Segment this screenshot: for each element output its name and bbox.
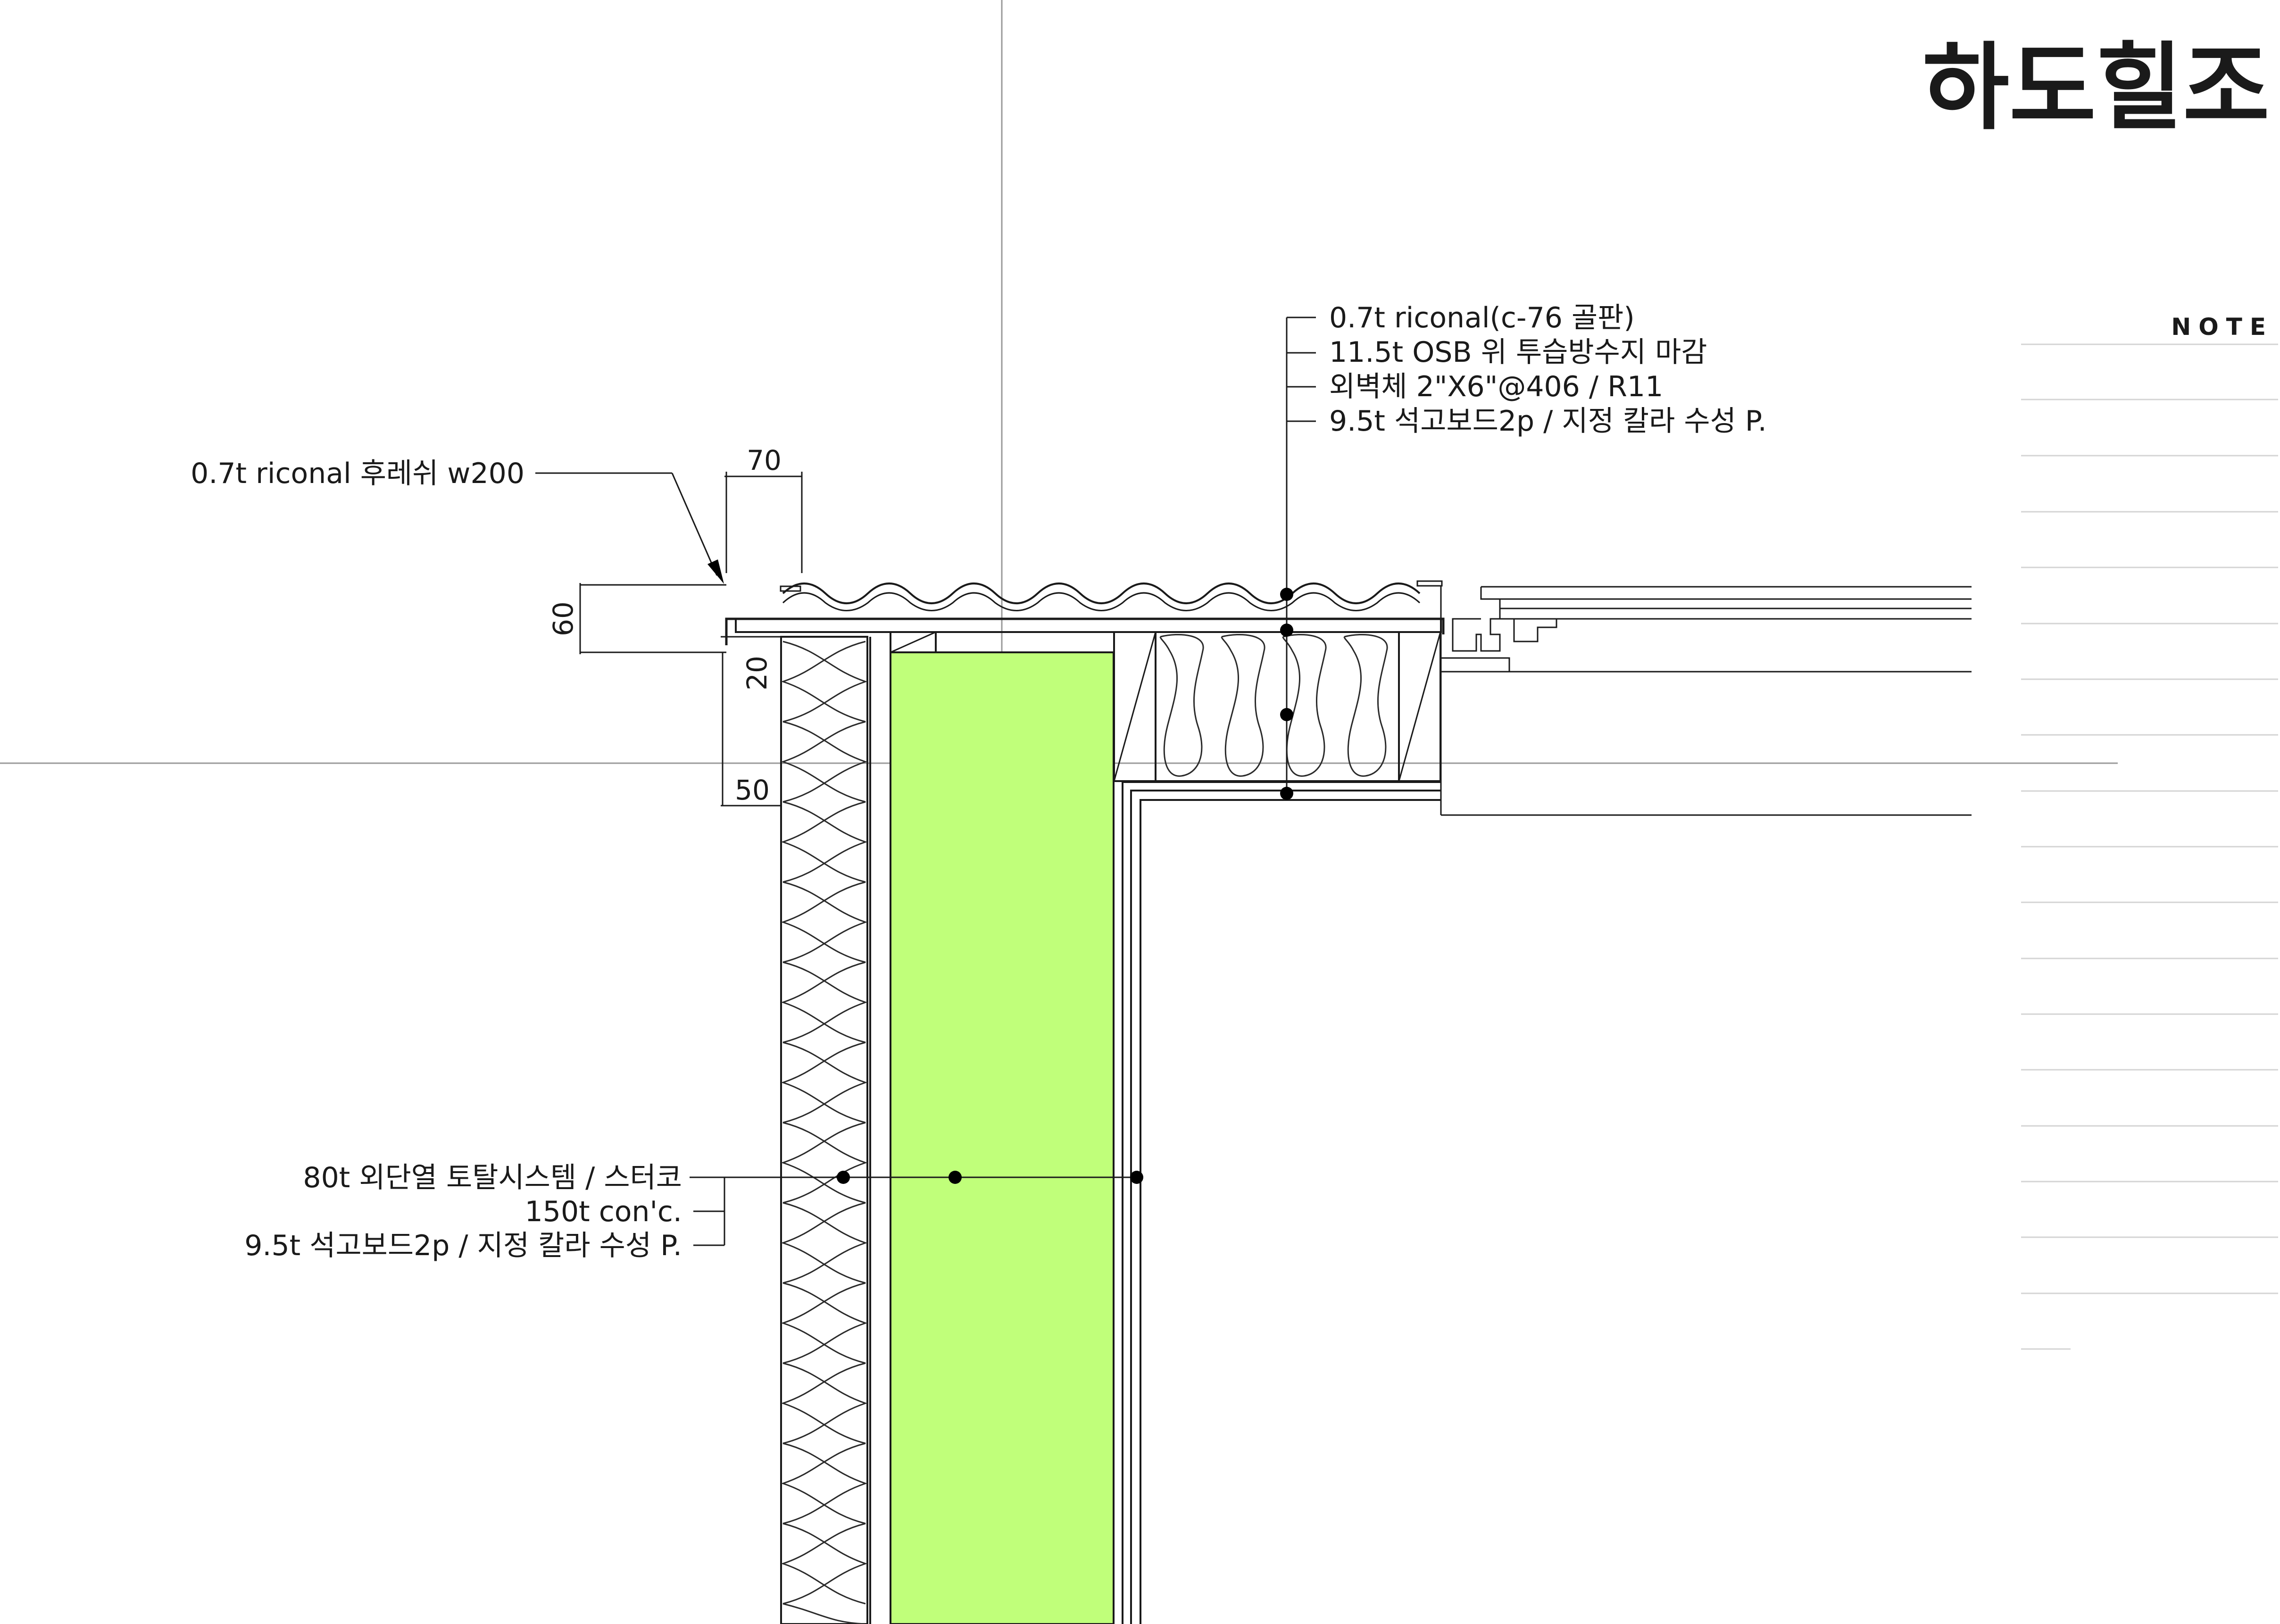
- dimension-50-label: 50: [735, 774, 770, 806]
- leader-dot: [1280, 787, 1293, 800]
- timber-frame: [1113, 631, 1441, 782]
- dimension-20-50: [721, 636, 781, 807]
- flashing-cap: [780, 585, 801, 592]
- roof-layer-4: 9.5t 석고보드2p / 지정 칼라 수성 P.: [1329, 405, 1767, 438]
- roof-batt-insulation: [1159, 634, 1388, 777]
- brand-logo: 하도힐조: [1922, 33, 2270, 143]
- wall-layer-2: 150t con'c.: [525, 1195, 682, 1228]
- leader-dot: [1130, 1171, 1143, 1184]
- roof-layer-1: 0.7t riconal(c-76 골판): [1329, 301, 1635, 334]
- leader-dot: [1280, 708, 1293, 721]
- note-ruled-lines: [2021, 343, 2278, 1350]
- roof-layer-3: 외벽체 2"X6"@406 / R11: [1329, 370, 1663, 403]
- wall-layer-1: 80t 외단열 토탈시스템 / 스터코: [303, 1161, 682, 1194]
- flashing-label: 0.7t riconal 후레쉬 w200: [191, 457, 524, 490]
- dimension-70-label: 70: [747, 444, 782, 476]
- leader-dot: [949, 1171, 962, 1184]
- dimension-20-label: 20: [741, 656, 773, 691]
- corrugated-roofing-under: [782, 592, 1421, 611]
- wall-leader: [690, 1176, 1137, 1246]
- roof-layer-2: 11.5t OSB 위 투습방수지 마감: [1329, 336, 1707, 369]
- dimension-60: [579, 583, 726, 654]
- dimension-70: [724, 472, 803, 573]
- note-title: NOTE: [2171, 313, 2273, 341]
- ceiling-board-2: [1130, 790, 1441, 1624]
- flashing-leader-arrow: [707, 559, 724, 584]
- insulation-pattern: [782, 641, 868, 1624]
- exterior-insulation-layer: [780, 636, 868, 1624]
- leader-dot: [1280, 588, 1293, 601]
- flashing-leader: [535, 472, 718, 576]
- dimension-60-label: 60: [547, 601, 579, 636]
- flashing-end-cap: [1416, 580, 1443, 587]
- insulation-pattern-mirror: [781, 641, 866, 1605]
- ceiling-board-3: [1140, 799, 1441, 1624]
- leader-dot: [837, 1171, 850, 1184]
- corrugated-roofing: [782, 583, 1421, 604]
- osb-deck: [735, 618, 1442, 633]
- leader-dot: [1280, 624, 1293, 637]
- concrete-wall-fill: [890, 651, 1115, 1624]
- ceiling-board-1: [1122, 781, 1441, 1624]
- roof-continuation: [1440, 586, 1972, 816]
- wall-layer-3: 9.5t 석고보드2p / 지정 칼라 수성 P.: [244, 1229, 682, 1262]
- parapet-block: [890, 631, 937, 653]
